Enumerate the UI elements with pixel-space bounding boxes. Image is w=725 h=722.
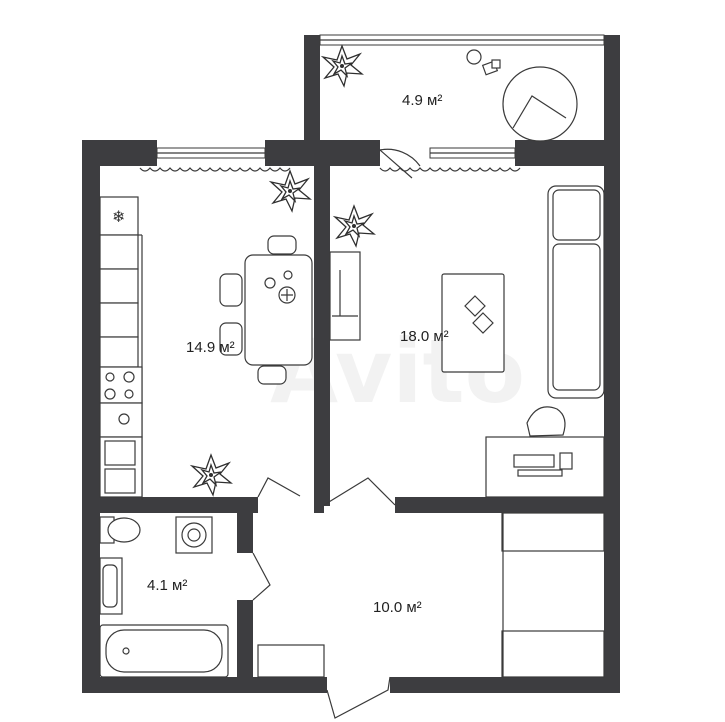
balcony-area-label: 4.9 м² — [402, 92, 442, 109]
doors — [252, 148, 421, 719]
bathroom-area-label: 4.1 м² — [147, 577, 187, 594]
living-furniture — [329, 185, 605, 498]
hall-furniture — [257, 512, 605, 678]
plant-icon — [270, 170, 311, 212]
hall-area-label: 10.0 м² — [373, 599, 422, 616]
plant-icon — [191, 454, 232, 496]
living-area-label: 18.0 м² — [400, 328, 449, 345]
plant-icon — [322, 45, 363, 87]
snowflake-icon: ❄ — [112, 207, 125, 226]
kitchen-area-label: 14.9 м² — [186, 339, 235, 356]
windows — [139, 34, 605, 172]
plant-icon — [334, 205, 375, 247]
balcony-furniture — [322, 45, 578, 142]
kitchen-furniture: ❄ — [99, 170, 313, 500]
walls — [82, 35, 620, 693]
bathroom-furniture — [99, 516, 229, 678]
